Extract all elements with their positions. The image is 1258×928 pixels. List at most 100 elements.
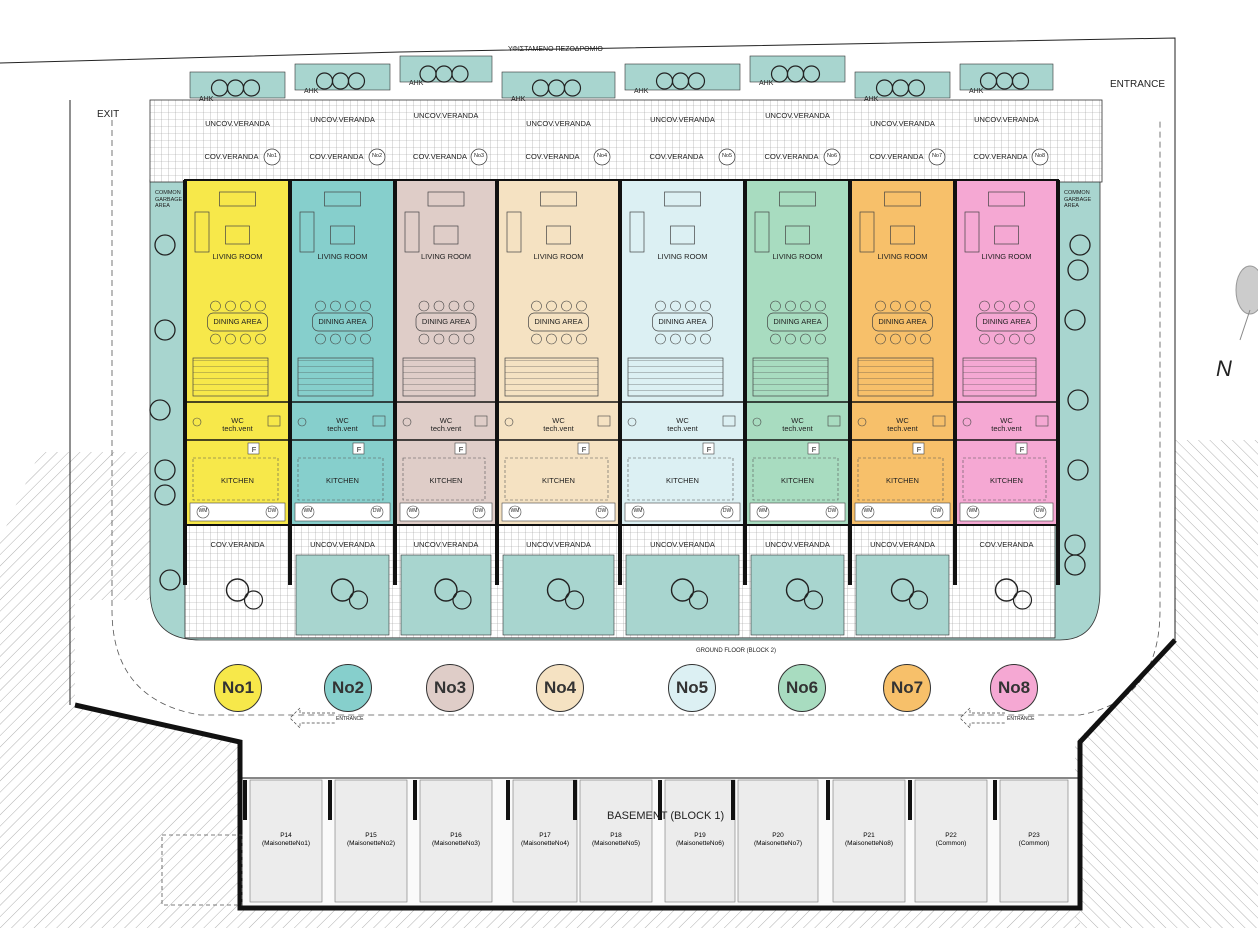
kitchen-island	[402, 457, 486, 501]
uncov-veranda-top-label: UNCOV.VERANDA	[650, 115, 715, 124]
fridge	[807, 442, 820, 455]
parking-bay-label: P21(MaisonetteNo8)	[845, 832, 893, 848]
exit-label: EXIT	[97, 109, 120, 120]
unit-floor	[394, 179, 498, 526]
parking-bay	[249, 779, 323, 903]
rear-veranda-label: UNCOV.VERANDA	[870, 540, 935, 549]
chair	[315, 333, 326, 345]
coffee-table	[546, 225, 571, 245]
rear-veranda-label: COV.VERANDA	[979, 540, 1034, 549]
unit-tag: No3	[473, 153, 485, 159]
unit-badge-3: No3	[426, 664, 474, 712]
uncov-veranda-top-label: UNCOV.VERANDA	[765, 111, 830, 120]
unit-6	[744, 55, 851, 636]
dishwasher	[720, 505, 734, 519]
chair	[210, 333, 221, 345]
living-room-label: LIVING ROOM	[981, 252, 1032, 261]
chair	[920, 300, 931, 312]
tree	[670, 578, 695, 602]
tree-icon	[154, 234, 176, 256]
parking-bay-label: P19(MaisonetteNo6)	[676, 832, 724, 848]
washing-machine	[631, 505, 645, 519]
fridge-label: F	[1019, 445, 1025, 454]
chair	[240, 300, 251, 312]
tree	[802, 65, 821, 83]
coffee-table	[890, 225, 915, 245]
ahk-label: AHK	[511, 96, 526, 103]
tree	[242, 79, 261, 97]
chair	[210, 300, 221, 312]
kitchen-island	[192, 457, 279, 501]
parking-owner: (MaisonetteNo7)	[753, 839, 803, 847]
rear-veranda-label: UNCOV.VERANDA	[526, 540, 591, 549]
dining-area-label: DINING AREA	[534, 317, 583, 326]
tree	[907, 79, 926, 97]
fridge	[577, 442, 590, 455]
tree-icon	[1064, 309, 1086, 331]
dining-table	[528, 312, 589, 332]
basin	[1035, 415, 1049, 427]
chair	[463, 300, 475, 312]
chair	[685, 300, 696, 312]
chair	[875, 333, 886, 345]
tree-cluster	[875, 79, 929, 610]
washing-machine-label: WM	[633, 508, 643, 514]
unit-tag: No6	[826, 153, 838, 159]
unit-badge-5: No5	[668, 664, 716, 712]
kitchen-counter	[294, 502, 391, 522]
coffee-table	[330, 225, 355, 245]
toilet	[402, 417, 412, 427]
uncov-veranda-top-label: UNCOV.VERANDA	[413, 111, 479, 120]
armchair	[629, 211, 645, 253]
tree-icon	[154, 484, 176, 506]
chair	[255, 333, 266, 345]
front-paving	[149, 99, 1103, 183]
washing-machine	[508, 505, 522, 519]
chair	[531, 333, 542, 345]
tree-icon	[154, 459, 176, 481]
armchair	[194, 211, 210, 253]
tree	[687, 72, 706, 90]
washing-machine	[861, 505, 875, 519]
chair	[561, 300, 572, 312]
fridge	[702, 442, 715, 455]
staircase	[192, 357, 269, 397]
staircase	[504, 357, 599, 397]
dining-table	[312, 312, 373, 332]
basin	[474, 415, 488, 427]
cov-veranda-top-label: COV.VERANDA	[973, 152, 1028, 161]
tree	[803, 590, 824, 610]
parking-bay-label: P23(Common)	[1019, 832, 1050, 848]
chair	[655, 333, 666, 345]
dishwasher-label: DW	[722, 508, 732, 514]
washing-machine-label: WM	[198, 508, 208, 514]
kitchen-label: KITCHEN	[886, 476, 919, 485]
parking-id: P20	[772, 832, 784, 839]
parking-owner: (MaisonetteNo3)	[431, 839, 481, 847]
rear-garden	[855, 554, 950, 636]
unit-4	[496, 71, 621, 636]
rear-garden	[625, 554, 740, 636]
coffee-table	[225, 225, 250, 245]
tree	[1012, 590, 1033, 610]
garbage-line-2: GARBAGE	[155, 196, 183, 203]
chair	[905, 300, 916, 312]
dining-table	[415, 312, 477, 332]
unit-floor	[849, 179, 956, 526]
unit-floor	[954, 179, 1059, 526]
ahk-garden	[294, 63, 391, 91]
dishwasher	[930, 505, 944, 519]
chair	[890, 300, 901, 312]
parking-id: P19	[694, 832, 706, 839]
washing-machine	[301, 505, 315, 519]
chair	[433, 333, 445, 345]
parking-id: P16	[450, 832, 462, 839]
living-room-label: LIVING ROOM	[533, 252, 584, 261]
unit-tag-marker	[368, 148, 386, 166]
tree-icon	[1067, 459, 1089, 481]
staircase	[402, 357, 476, 397]
parking-bay	[664, 779, 736, 903]
tech-vent-label: tech.vent	[887, 424, 918, 433]
dishwasher	[595, 505, 609, 519]
wc-label: WC	[676, 416, 689, 425]
